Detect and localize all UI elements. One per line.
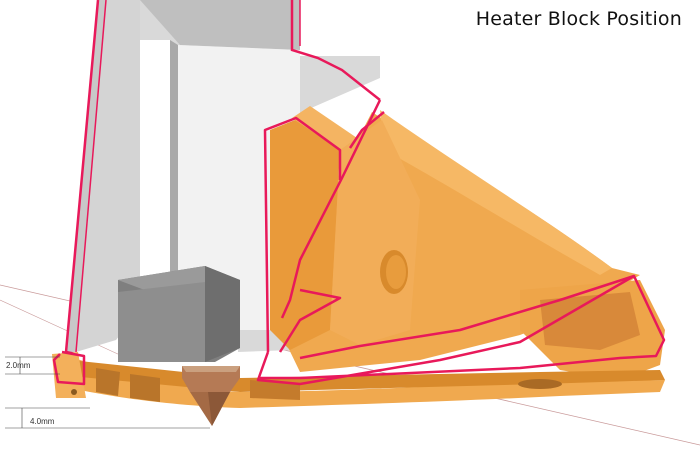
heater-block: [118, 266, 240, 362]
dimension-bottom-gap: 4.0mm: [30, 417, 55, 426]
axis-line-2: [0, 299, 121, 356]
dimension-top-gap: 2.0mm: [6, 361, 31, 370]
section-outlines: [52, 99, 666, 386]
nozzle: [182, 366, 240, 426]
cooling-duct: [64, 0, 381, 356]
view-title: Heater Block Position: [475, 8, 682, 30]
dimension-lines: [5, 356, 210, 429]
